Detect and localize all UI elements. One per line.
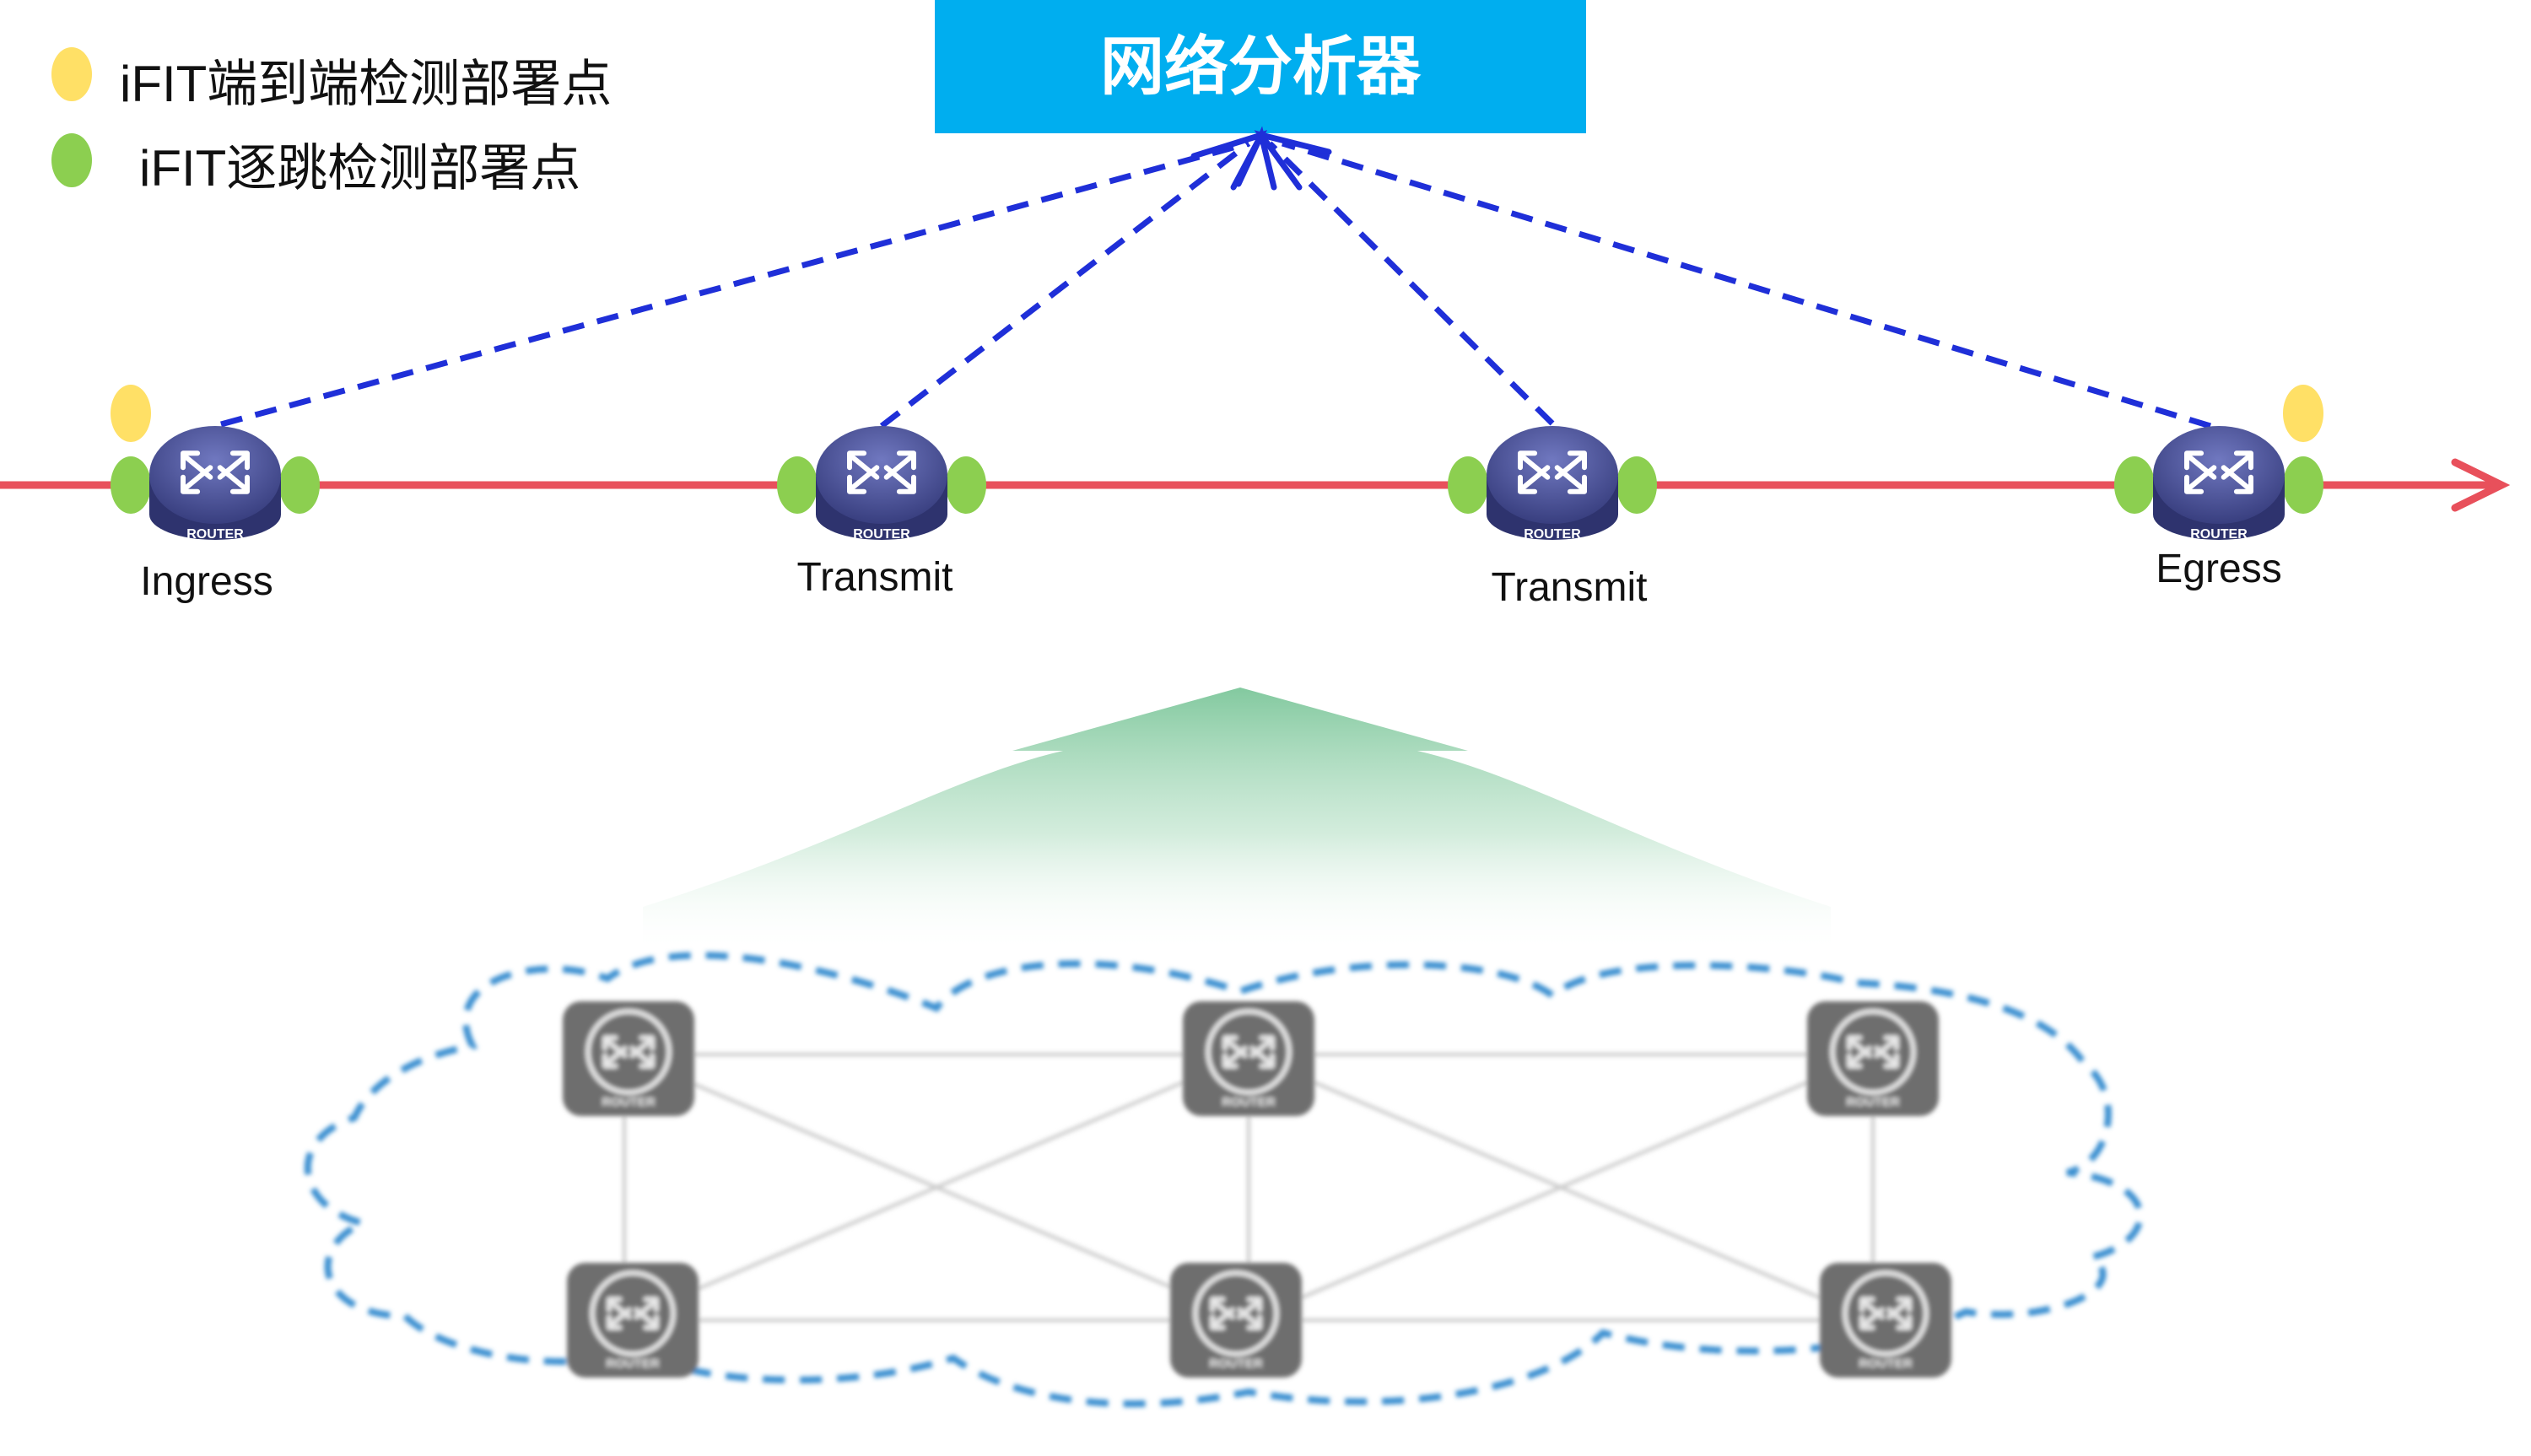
node-label: Egress — [2156, 547, 2281, 591]
router-tag-label: ROUTER — [1846, 1095, 1900, 1109]
analyzer-arrowheads — [1190, 126, 1332, 191]
mesh-router-5: ROUTER — [1170, 1263, 1302, 1378]
mesh-routers: ROUTER ROUTER ROUTER ROUTER ROUTER ROUTER — [563, 1001, 1951, 1378]
path-nodes: ROUTER Ingress ROUTER Transmit ROUTER Transmi… — [111, 385, 2323, 610]
hop-dot-in — [1448, 456, 1488, 514]
hop-dot-out — [1616, 456, 1657, 514]
router-tag-label: ROUTER — [1209, 1356, 1263, 1371]
report-line-transmit-2 — [1267, 141, 1555, 426]
mesh-router-3: ROUTER — [1807, 1001, 1939, 1116]
mesh-router-6: ROUTER — [1820, 1263, 1951, 1378]
network-cloud-group: ROUTER ROUTER ROUTER ROUTER ROUTER ROUTER — [305, 952, 2144, 1408]
mesh-router-4: ROUTER — [567, 1263, 699, 1378]
mesh-router-2: ROUTER — [1183, 1001, 1314, 1116]
e2e-dot — [111, 385, 151, 442]
router-icon: ROUTER — [149, 426, 281, 542]
hop-dot-out — [2283, 456, 2323, 514]
router-icon: ROUTER — [2153, 426, 2285, 542]
e2e-dot — [2283, 385, 2323, 442]
report-line-egress — [1281, 140, 2212, 429]
router-tag-label: ROUTER — [2190, 527, 2248, 542]
mesh-router-1: ROUTER — [563, 1001, 694, 1116]
hop-dot-in — [2114, 456, 2155, 514]
legend-label-hop: iFIT逐跳检测部署点 — [139, 140, 580, 197]
node-label: Transmit — [1492, 565, 1648, 610]
legend-green-dot — [51, 133, 92, 187]
legend-label-e2e: iFIT端到端检测部署点 — [120, 56, 612, 112]
hop-dot-in — [777, 456, 818, 514]
router-tag-label: ROUTER — [606, 1356, 660, 1371]
router-node-2: ROUTER Transmit — [777, 426, 986, 600]
network-cloud — [305, 952, 2144, 1408]
router-tag-label: ROUTER — [186, 527, 244, 542]
upward-arrow — [643, 688, 1831, 953]
router-icon: ROUTER — [816, 426, 947, 542]
router-tag-label: ROUTER — [602, 1095, 656, 1109]
hop-dot-out — [279, 456, 320, 514]
router-node-3: ROUTER Transmit — [1448, 426, 1657, 610]
router-node-4: ROUTER Egress — [2114, 385, 2323, 591]
report-line-ingress — [220, 140, 1249, 428]
analyzer-label: 网络分析器 — [1100, 29, 1422, 104]
router-tag-label: ROUTER — [1524, 527, 1581, 542]
hop-dot-out — [946, 456, 986, 514]
hop-dot-in — [111, 456, 151, 514]
router-tag-label: ROUTER — [1222, 1095, 1276, 1109]
node-label: Transmit — [797, 555, 953, 600]
analyzer-box — [935, 0, 1586, 133]
legend: iFIT端到端检测部署点 iFIT逐跳检测部署点 — [51, 47, 612, 197]
router-icon: ROUTER — [1487, 426, 1618, 542]
router-tag-label: ROUTER — [1859, 1356, 1913, 1371]
arrowhead-3 — [1254, 130, 1332, 191]
report-line-transmit-1 — [879, 141, 1251, 429]
legend-yellow-dot — [51, 47, 92, 101]
path-arrow-icon — [2451, 458, 2511, 512]
report-lines — [220, 140, 2212, 429]
network-analyzer: 网络分析器 — [935, 0, 1586, 133]
router-tag-label: ROUTER — [853, 527, 910, 542]
router-node-1: ROUTER Ingress — [111, 385, 320, 604]
node-label: Ingress — [140, 559, 273, 604]
